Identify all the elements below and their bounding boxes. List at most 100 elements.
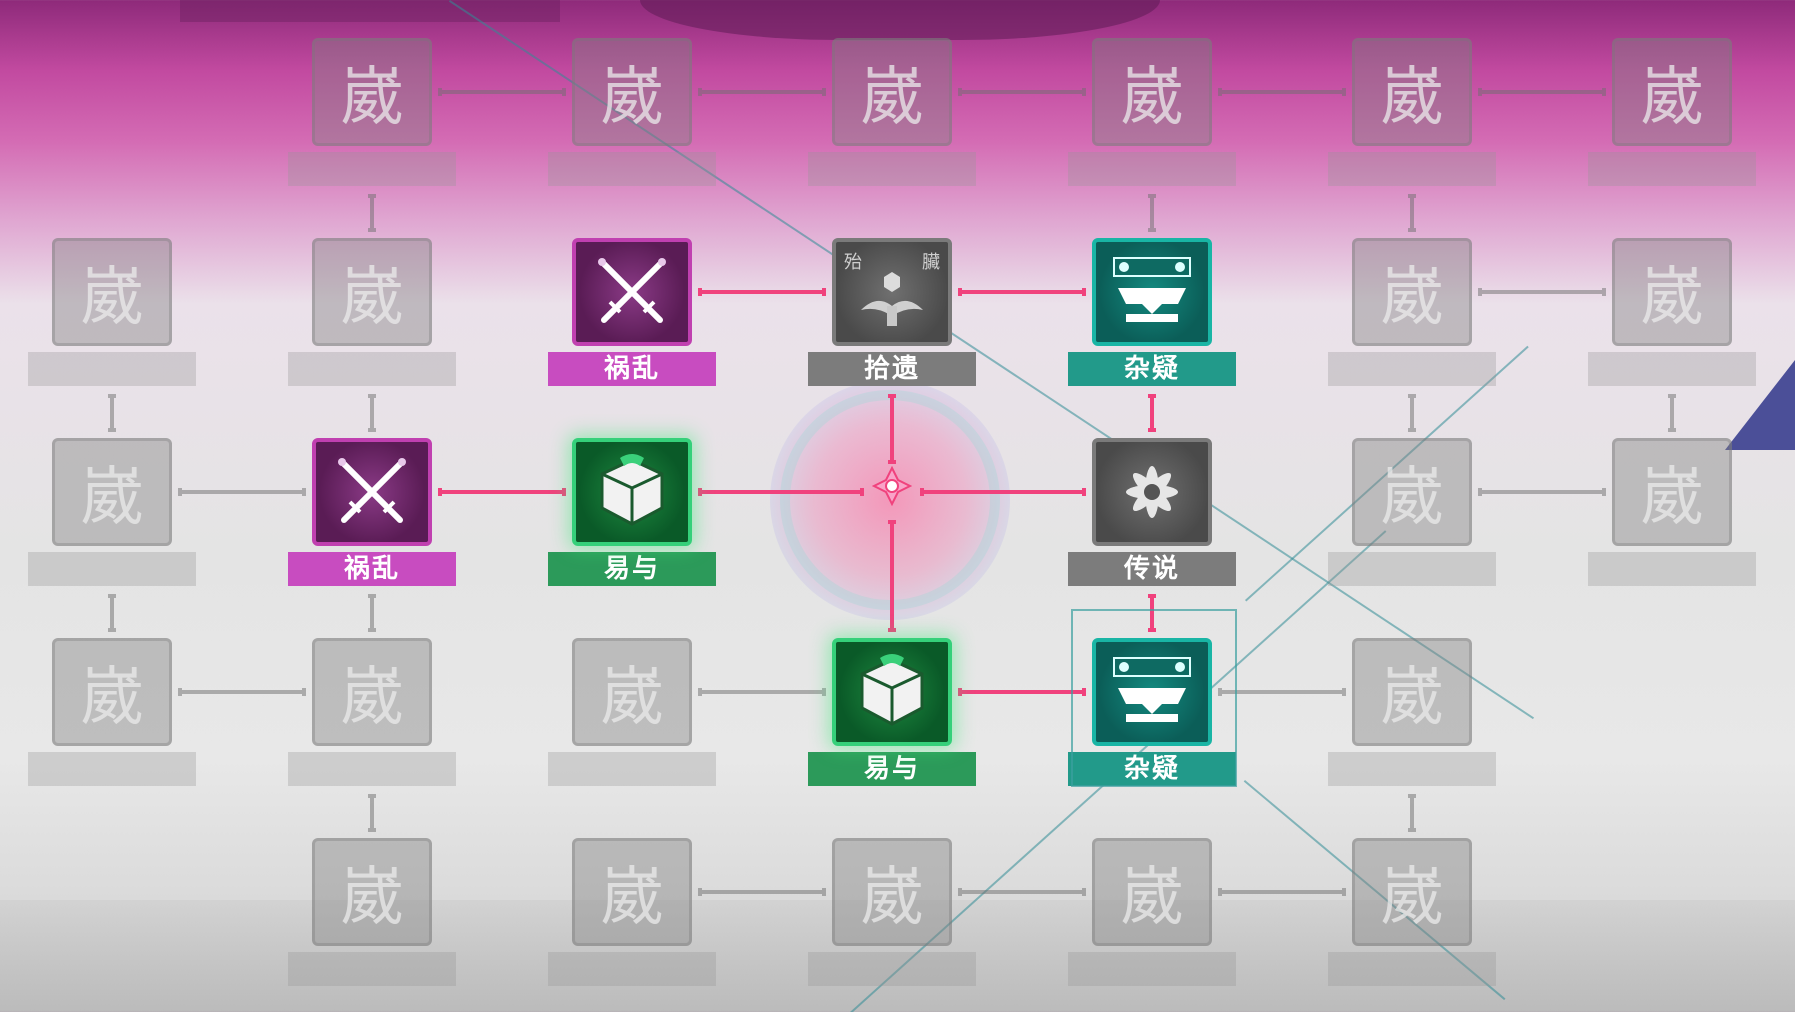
locked-glyph-icon: 崴 xyxy=(832,838,952,946)
skill-node-label xyxy=(28,552,196,586)
locked-glyph: 崴 xyxy=(340,61,404,135)
locked-glyph: 崴 xyxy=(1380,861,1444,935)
skill-node-label xyxy=(1588,152,1756,186)
skill-node-label xyxy=(288,352,456,386)
locked-glyph-icon: 崴 xyxy=(1352,838,1472,946)
locked-glyph: 崴 xyxy=(1120,861,1184,935)
locked-glyph-icon: 崴 xyxy=(312,638,432,746)
skill-node-label xyxy=(1328,752,1496,786)
skill-node[interactable]: 易与 xyxy=(808,638,976,814)
skill-link xyxy=(698,88,826,96)
skill-node[interactable]: 传说 xyxy=(1068,438,1236,614)
skill-link xyxy=(368,794,376,832)
locked-skill-node[interactable]: 崴 xyxy=(1328,238,1496,414)
locked-skill-node[interactable]: 崴 xyxy=(1068,38,1236,214)
locked-skill-node[interactable]: 崴 xyxy=(288,38,456,214)
locked-skill-node[interactable]: 崴 xyxy=(288,238,456,414)
locked-glyph: 崴 xyxy=(340,261,404,335)
locked-skill-node[interactable]: 崴 xyxy=(28,438,196,614)
skill-node-label xyxy=(1588,552,1756,586)
locked-glyph-icon: 崴 xyxy=(52,638,172,746)
locked-skill-node[interactable]: 崴 xyxy=(28,638,196,814)
locked-skill-node[interactable]: 崴 xyxy=(808,38,976,214)
skill-node-label xyxy=(1328,952,1496,986)
locked-skill-node[interactable]: 崴 xyxy=(808,838,976,1012)
locked-skill-node[interactable]: 崴 xyxy=(1328,438,1496,614)
locked-skill-node[interactable]: 崴 xyxy=(1588,238,1756,414)
skill-link xyxy=(1408,194,1416,232)
skill-node[interactable]: 祸乱 xyxy=(288,438,456,614)
locked-skill-node[interactable]: 崴 xyxy=(548,38,716,214)
locked-glyph: 崴 xyxy=(1120,61,1184,135)
skill-node-label xyxy=(808,952,976,986)
locked-skill-node[interactable]: 崴 xyxy=(548,638,716,814)
skill-link xyxy=(1408,794,1416,832)
skill-node-label xyxy=(1328,552,1496,586)
skill-node-label xyxy=(1068,152,1236,186)
skill-node-label: 杂疑 xyxy=(1068,352,1236,386)
skill-node-label xyxy=(1328,152,1496,186)
altar-deco-text: 臟 xyxy=(922,252,940,273)
skill-node-label xyxy=(548,152,716,186)
roof-silhouette-left xyxy=(180,0,560,22)
selection-frame xyxy=(1071,609,1237,787)
wrapped-box-icon xyxy=(832,638,952,746)
locked-glyph: 崴 xyxy=(1380,61,1444,135)
locked-glyph: 崴 xyxy=(860,861,924,935)
locked-glyph: 崴 xyxy=(600,661,664,735)
locked-skill-node[interactable]: 崴 xyxy=(1588,438,1756,614)
locked-glyph-icon: 崴 xyxy=(52,238,172,346)
locked-glyph-icon: 崴 xyxy=(1352,38,1472,146)
skill-node-label xyxy=(1328,352,1496,386)
skill-link xyxy=(888,394,896,464)
locked-glyph: 崴 xyxy=(1380,461,1444,535)
skill-link xyxy=(698,888,826,896)
locked-glyph-icon: 崴 xyxy=(1092,38,1212,146)
locked-glyph: 崴 xyxy=(1640,461,1704,535)
skill-link xyxy=(108,594,116,632)
scroll-chest-icon xyxy=(1092,238,1212,346)
locked-skill-node[interactable]: 崴 xyxy=(288,638,456,814)
skill-link xyxy=(1478,288,1606,296)
crossed-swords-icon xyxy=(312,438,432,546)
skill-link xyxy=(178,688,306,696)
locked-skill-node[interactable]: 崴 xyxy=(1328,38,1496,214)
skill-link xyxy=(958,288,1086,296)
locked-glyph: 崴 xyxy=(80,661,144,735)
skill-link xyxy=(958,688,1086,696)
skill-link xyxy=(108,394,116,432)
locked-skill-node[interactable]: 崴 xyxy=(1328,838,1496,1012)
skill-link xyxy=(888,520,896,632)
skill-node[interactable]: 祸乱 xyxy=(548,238,716,414)
locked-glyph-icon: 崴 xyxy=(1352,638,1472,746)
skill-link xyxy=(1668,394,1676,432)
skill-node[interactable]: 易与 xyxy=(548,438,716,614)
scroll-chest-icon xyxy=(1092,638,1212,746)
altar-deco-text: 殆 xyxy=(844,252,862,273)
locked-skill-node[interactable]: 崴 xyxy=(548,838,716,1012)
locked-skill-node[interactable]: 崴 xyxy=(288,838,456,1012)
skill-link xyxy=(1408,394,1416,432)
locked-skill-node[interactable]: 崴 xyxy=(1588,38,1756,214)
locked-glyph: 崴 xyxy=(1640,61,1704,135)
skill-node[interactable]: 杂疑 xyxy=(1068,238,1236,414)
flower-sigil-icon xyxy=(1092,438,1212,546)
locked-skill-node[interactable]: 崴 xyxy=(28,238,196,414)
locked-skill-node[interactable]: 崴 xyxy=(1068,838,1236,1012)
skill-node[interactable]: 杂疑 xyxy=(1068,638,1236,814)
skill-link xyxy=(368,394,376,432)
skill-node-label xyxy=(28,752,196,786)
skill-node-label xyxy=(808,152,976,186)
skill-node-label: 祸乱 xyxy=(548,352,716,386)
locked-glyph-icon: 崴 xyxy=(1352,438,1472,546)
locked-skill-node[interactable]: 崴 xyxy=(1328,638,1496,814)
skill-link xyxy=(368,194,376,232)
skill-link xyxy=(920,488,1086,496)
skill-link xyxy=(1148,394,1156,432)
skill-node[interactable]: 殆臟拾遗 xyxy=(808,238,976,414)
locked-glyph: 崴 xyxy=(600,861,664,935)
locked-glyph: 崴 xyxy=(340,661,404,735)
locked-glyph: 崴 xyxy=(80,261,144,335)
skill-node-label xyxy=(288,752,456,786)
locked-glyph-icon: 崴 xyxy=(572,38,692,146)
